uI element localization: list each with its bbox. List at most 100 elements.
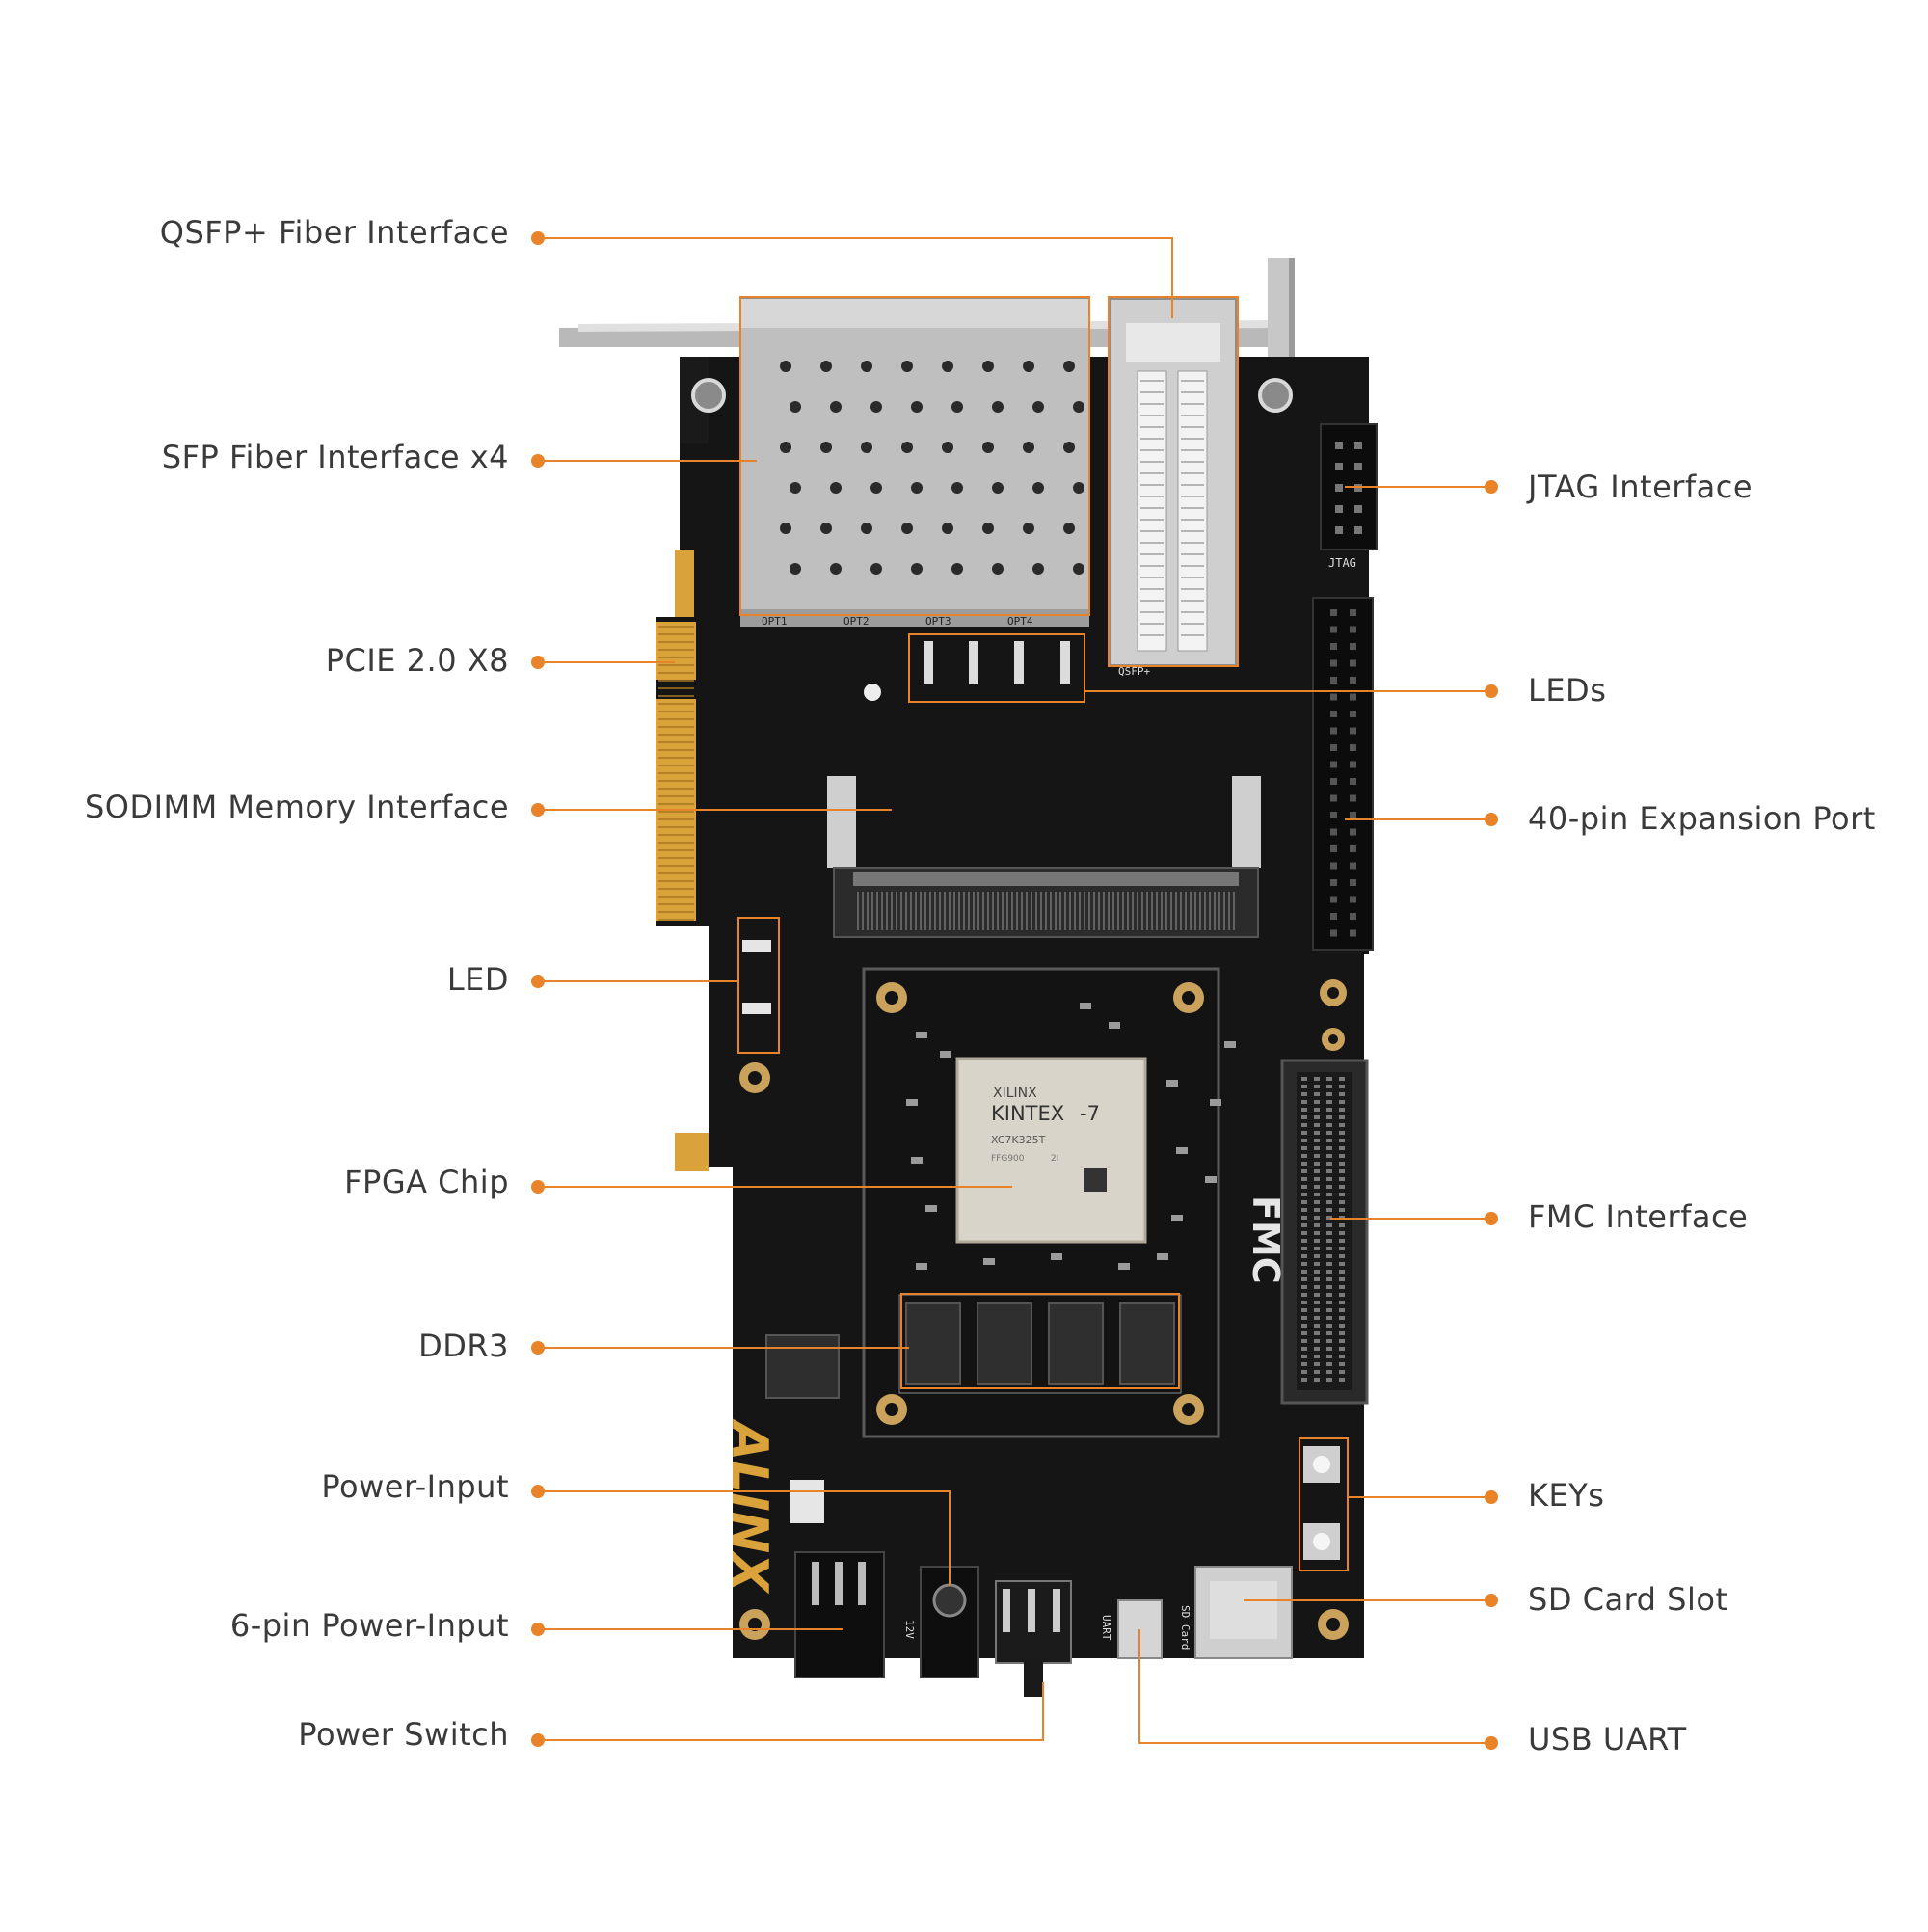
expansion-pin xyxy=(1350,727,1356,735)
sd-silk: SD Card xyxy=(1179,1605,1192,1650)
fmc-pin xyxy=(1314,1247,1320,1250)
fmc-pin xyxy=(1339,1239,1345,1243)
expansion-40pin-header[interactable] xyxy=(1312,597,1374,951)
jtag-header[interactable]: JTAG xyxy=(1320,423,1378,570)
fmc-pin xyxy=(1339,1316,1345,1320)
expansion-pin xyxy=(1330,929,1337,937)
fmc-logo: FMC xyxy=(1245,1195,1287,1284)
fmc-pin xyxy=(1314,1154,1320,1158)
expansion-pin xyxy=(1330,828,1337,836)
smd-component xyxy=(983,1258,995,1265)
sfp-cage-block[interactable]: OPT1 OPT2 OPT3 OPT4 xyxy=(739,298,1090,628)
sfp-vent-hole xyxy=(1023,361,1034,372)
callout-leaders xyxy=(531,231,1498,1750)
fmc-pin xyxy=(1339,1162,1345,1166)
fmc-pin xyxy=(1326,1169,1332,1173)
fmc-pin xyxy=(1314,1146,1320,1150)
expansion-pin xyxy=(1330,744,1337,751)
sfp-vent-hole xyxy=(780,523,791,534)
fmc-connector[interactable]: FMC xyxy=(1245,979,1369,1405)
opt-label-3: OPT3 xyxy=(925,615,951,628)
sfp-vent-hole xyxy=(992,563,1004,575)
label-usb-uart: USB UART xyxy=(1528,1721,1687,1758)
fmc-pin xyxy=(1314,1177,1320,1181)
highlight-keys xyxy=(1299,1437,1349,1571)
fmc-pin xyxy=(1314,1362,1320,1366)
fmc-pin xyxy=(1314,1301,1320,1304)
sfp-vent-hole xyxy=(820,361,832,372)
sfp-vent-hole xyxy=(942,442,953,453)
sfp-vent-hole xyxy=(1023,442,1034,453)
fmc-pin xyxy=(1326,1231,1332,1235)
expansion-pin xyxy=(1330,711,1337,717)
fmc-pin xyxy=(1339,1123,1345,1127)
sfp-vent-hole xyxy=(861,442,872,453)
sfp-vent-hole xyxy=(870,401,882,413)
fmc-pin xyxy=(1339,1285,1345,1289)
fmc-pin xyxy=(1326,1139,1332,1142)
fmc-pin xyxy=(1339,1254,1345,1258)
fmc-pin xyxy=(1339,1154,1345,1158)
leader-qsfp xyxy=(538,237,1173,318)
opt-label-2: OPT2 xyxy=(844,615,870,628)
fmc-pin xyxy=(1339,1331,1345,1335)
label-keys: KEYs xyxy=(1528,1477,1605,1514)
fmc-pin xyxy=(1326,1092,1332,1096)
sfp-vent-hole xyxy=(1032,563,1044,575)
fmc-pin xyxy=(1326,1216,1332,1220)
expansion-pin xyxy=(1330,643,1337,650)
smd-component xyxy=(1210,1099,1221,1106)
label-led: LED xyxy=(446,961,509,998)
smd-component xyxy=(1166,1080,1178,1087)
fmc-pin xyxy=(1326,1162,1332,1166)
jtag-pin xyxy=(1335,463,1343,470)
expansion-pin xyxy=(1330,693,1337,701)
sd-card-slot[interactable]: SD Card xyxy=(1179,1566,1293,1659)
fmc-pin xyxy=(1326,1378,1332,1382)
fmc-pin xyxy=(1314,1262,1320,1266)
sfp-vent-hole xyxy=(992,401,1004,413)
expansion-pin xyxy=(1330,727,1337,735)
sfp-vent-hole xyxy=(901,523,913,534)
pcie-gold-fingers[interactable] xyxy=(656,550,709,1171)
fmc-pin xyxy=(1339,1339,1345,1343)
fpga-series: -7 xyxy=(1080,1102,1100,1125)
fmc-pin xyxy=(1326,1370,1332,1374)
expansion-pin xyxy=(1330,677,1337,684)
expansion-pin xyxy=(1330,896,1337,903)
qsfp-cage[interactable]: QSFP+ xyxy=(1110,298,1237,678)
fmc-pin xyxy=(1339,1139,1345,1142)
expansion-pin xyxy=(1350,862,1356,870)
fmc-pin xyxy=(1326,1131,1332,1135)
fpga-vendor: XILINX xyxy=(993,1086,1037,1101)
jtag-pin xyxy=(1335,442,1343,449)
fmc-pin xyxy=(1339,1177,1345,1181)
expansion-pin xyxy=(1350,711,1356,717)
smd-component xyxy=(1051,1253,1062,1260)
fmc-pin xyxy=(1314,1223,1320,1227)
highlight-edge-led xyxy=(737,917,780,1054)
fmc-pin xyxy=(1314,1123,1320,1127)
sfp-vent-hole xyxy=(1073,401,1084,413)
user-keys[interactable] xyxy=(1303,1446,1340,1560)
label-power-switch: Power Switch xyxy=(298,1716,509,1753)
fmc-pin xyxy=(1314,1331,1320,1335)
sodimm-socket[interactable] xyxy=(827,776,1261,938)
fmc-pin xyxy=(1326,1146,1332,1150)
label-sd-card: SD Card Slot xyxy=(1528,1581,1728,1618)
fmc-pin xyxy=(1301,1285,1307,1289)
fpga-part: XC7K325T xyxy=(991,1134,1046,1146)
sfp-vent-hole xyxy=(830,482,842,494)
fiber-leds xyxy=(864,641,1070,701)
fmc-pin xyxy=(1339,1146,1345,1150)
expansion-pin xyxy=(1330,812,1337,818)
fmc-pin xyxy=(1301,1270,1307,1274)
fmc-pin xyxy=(1301,1355,1307,1358)
smd-component xyxy=(916,1263,927,1270)
fmc-pin xyxy=(1301,1123,1307,1127)
jtag-pin xyxy=(1335,484,1343,492)
edge-leds xyxy=(742,940,771,1014)
fmc-pin xyxy=(1314,1216,1320,1220)
fmc-pin xyxy=(1326,1123,1332,1127)
